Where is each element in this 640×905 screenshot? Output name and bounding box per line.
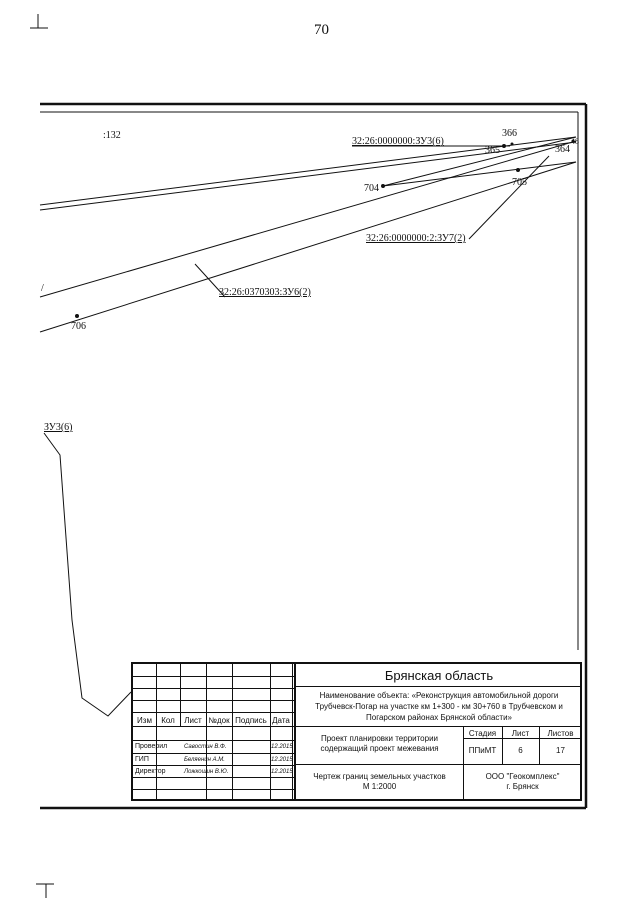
page-number: 70 [314,22,329,38]
signer-date: 12.2015 [271,744,293,750]
sheet-value: 6 [518,746,523,755]
signer-role: Директор [135,768,166,775]
point-label-365: 365 [485,145,500,156]
point-label-366: 366 [502,128,517,139]
object-name-line1: Наименование объекта: «Реконструкция авт… [319,691,559,700]
signer-date: 12.2015 [271,769,293,775]
header-ndok: №док [208,716,230,725]
title-block: Изм Кол Лист №док Подпись Дата Проверил … [131,662,582,801]
stage-value: ППиМТ [468,746,497,755]
sheet-label: Лист [511,729,530,738]
drawing-title-line1: Чертеж границ земельных участков [313,772,446,781]
survey-points [75,139,575,318]
registration-mark-bottom [36,883,54,898]
sheets-value: 17 [556,746,565,755]
header-izm: Изм [137,716,152,725]
header-list: Лист [184,716,202,725]
point-label-704: 704 [364,183,379,194]
project-title-line1: Проект планировки территории [320,734,439,743]
registration-mark-top [30,14,48,29]
signer-name: Беляенин А.М. [184,757,225,763]
parcel-boundaries [39,136,577,717]
signer-role: Проверил [135,743,168,750]
project-title-line2: содержащий проект межевания [320,744,439,753]
point-label-48: 48 [571,137,579,146]
parcel-label-zu3-left: ЗУ3(6) [44,422,73,433]
parcel-label-zu3-top: 32:26:0000000:ЗУ3(6) [352,136,444,147]
sheet-frame [40,102,588,810]
point-label-705: 705 [512,177,527,188]
organization-city: г. Брянск [506,782,539,791]
stage-label: Стадия [468,729,497,738]
header-kol: Кол [161,716,175,725]
signer-date: 12.2015 [271,757,293,763]
signer-role: ГИП [135,756,149,763]
signer-name: Ложкошин В.Ю. [184,769,229,775]
edge-mark: / [41,283,44,294]
object-name-line2: Трубчевск-Погар на участке км 1+300 - км… [315,702,563,711]
point-label-364: 364 [555,144,570,155]
object-name-line3: Погарском районах Брянской области» [366,713,512,722]
region-title: Брянская область [384,668,494,683]
point-label-706: 706 [71,321,86,332]
header-data: Дата [272,716,290,725]
parcel-label-zu7: 32:26:0000000:2:ЗУ7(2) [366,233,466,244]
drawing-scale: М 1:2000 [362,782,397,791]
sheets-label: Листов [547,729,574,738]
parcel-label-132: :132 [103,130,121,141]
header-podpis: Подпись [235,716,267,725]
organization-name: ООО "Геокомплекс" [485,772,560,781]
signer-name: Савостин В.Ф. [184,744,227,750]
parcel-label-zu6: 32:26:0370303:ЗУ6(2) [219,287,311,298]
